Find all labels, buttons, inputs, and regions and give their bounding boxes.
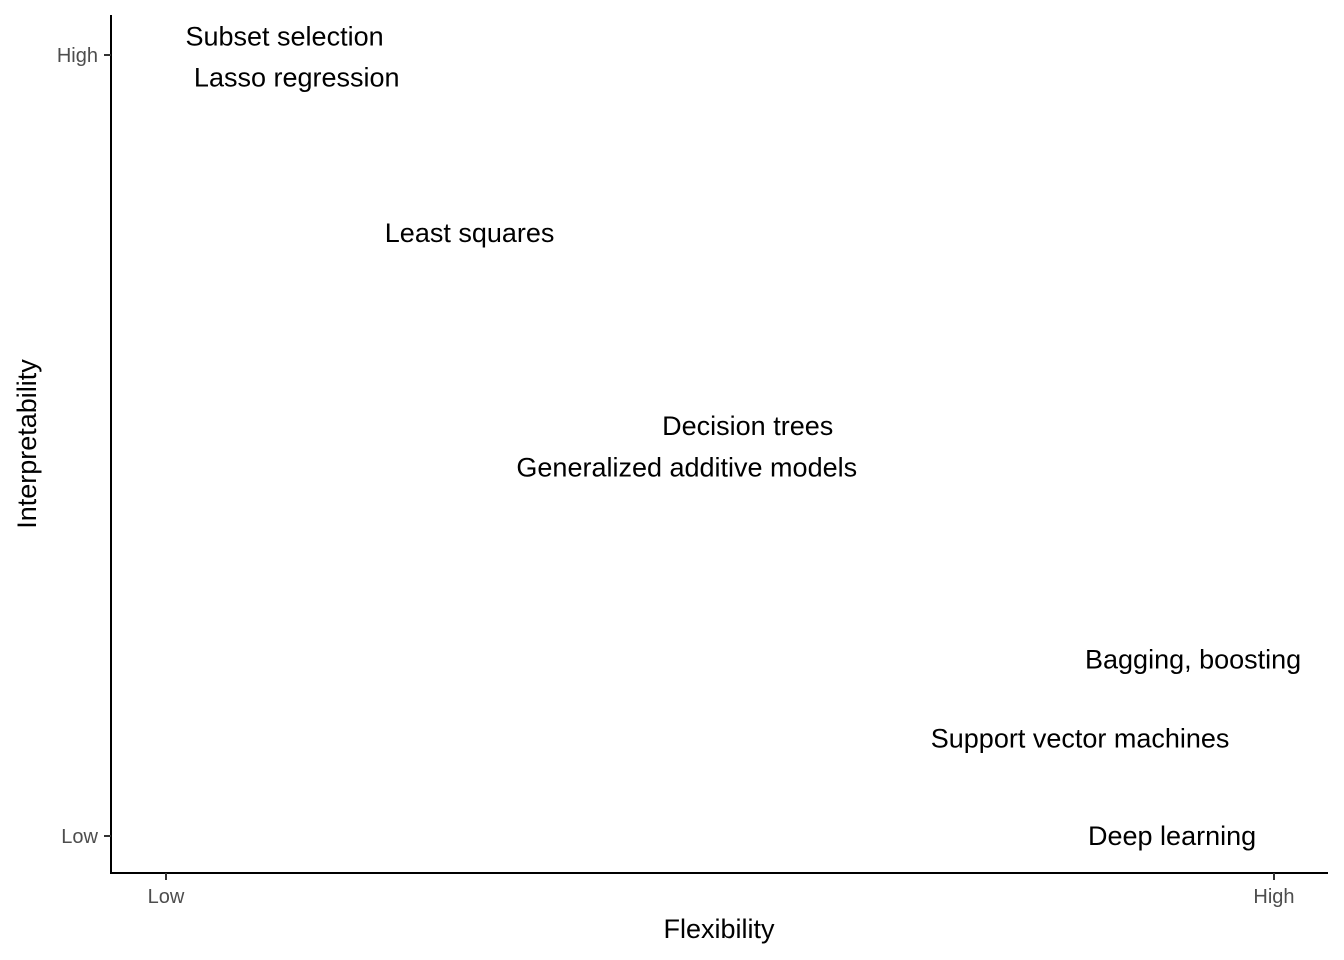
x-axis-ticks: Low High <box>148 873 1295 908</box>
x-tick-label-low: Low <box>148 886 185 908</box>
point-label-least-squares: Least squares <box>385 218 555 248</box>
point-label-subset-selection: Subset selection <box>185 21 383 51</box>
point-label-deep-learning: Deep learning <box>1088 821 1256 851</box>
point-label-support-vector-machines: Support vector machines <box>931 723 1230 753</box>
point-label-bagging-boosting: Bagging, boosting <box>1085 644 1301 674</box>
y-tick-label-low: Low <box>61 826 98 848</box>
y-axis-ticks: Low High <box>57 45 111 848</box>
point-label-generalized-additive-models: Generalized additive models <box>516 452 857 482</box>
y-tick-label-high: High <box>57 45 98 67</box>
y-axis-title: Interpretability <box>12 359 42 529</box>
point-label-decision-trees: Decision trees <box>662 411 833 441</box>
x-tick-label-high: High <box>1253 886 1294 908</box>
point-label-lasso-regression: Lasso regression <box>194 63 400 93</box>
x-axis-title: Flexibility <box>663 914 775 944</box>
